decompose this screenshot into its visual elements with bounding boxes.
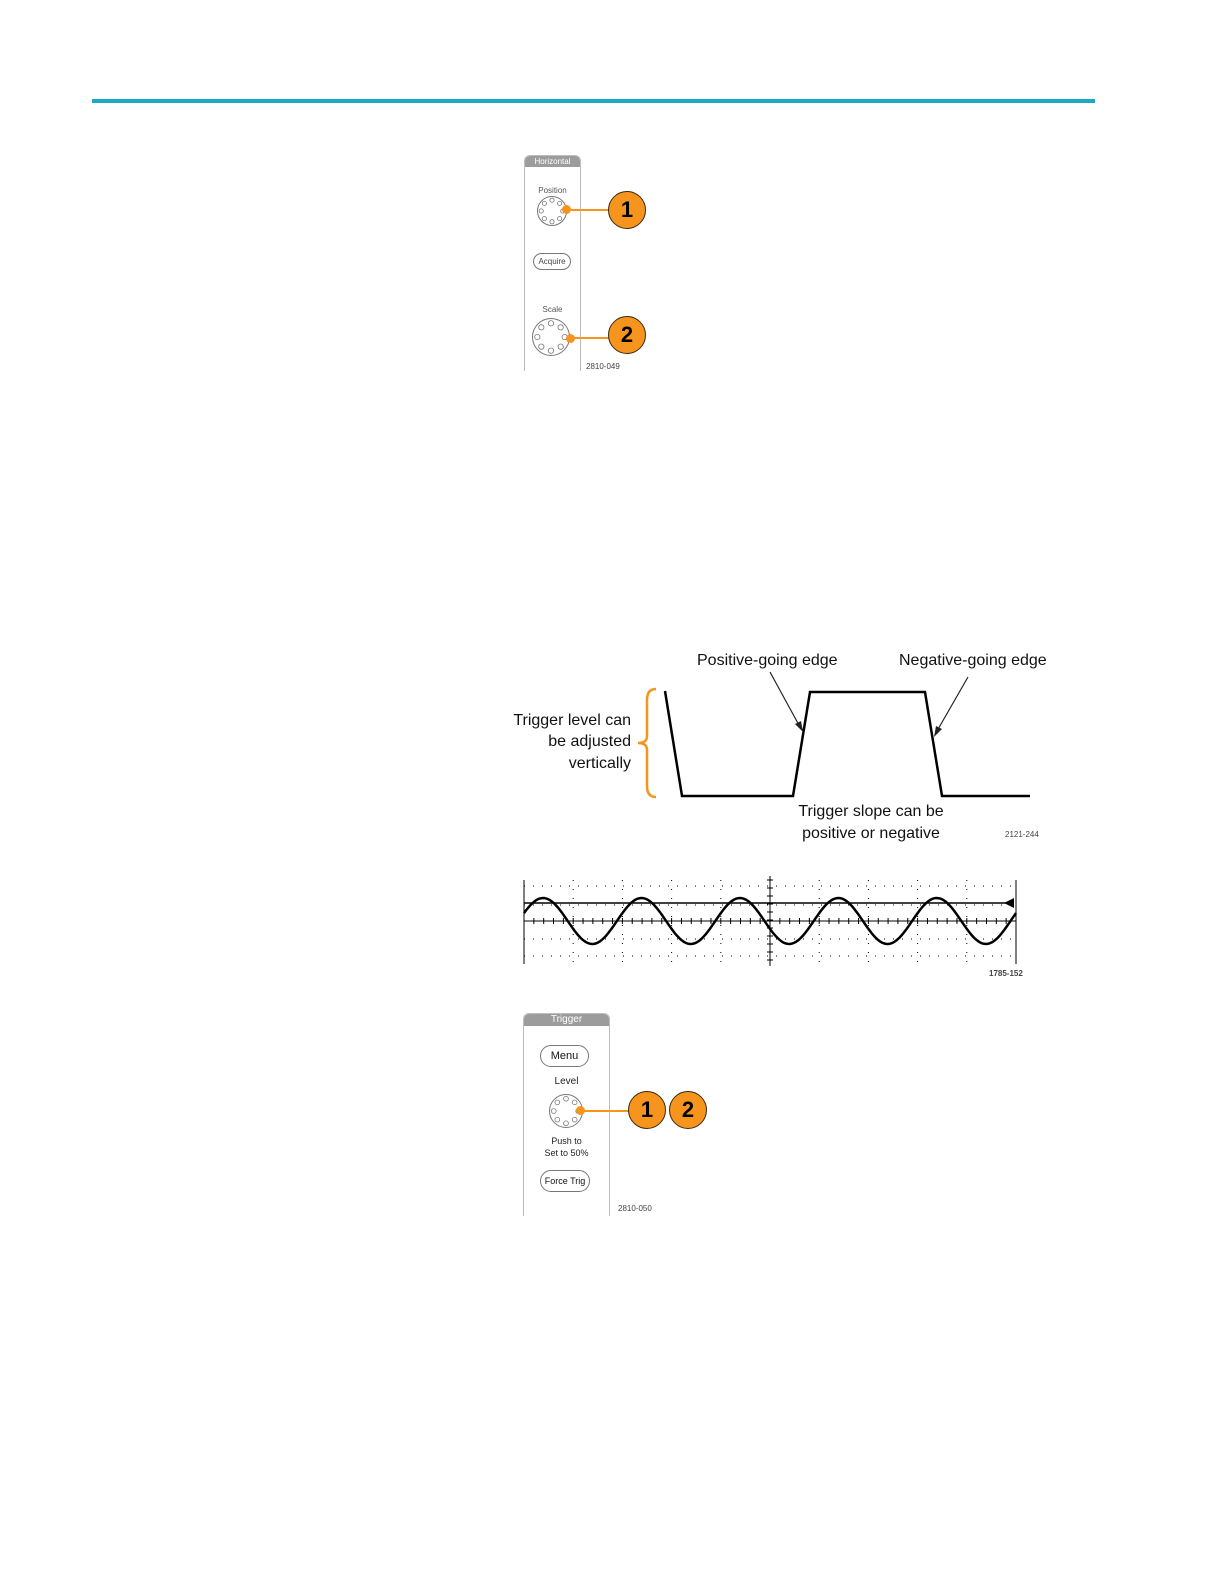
- scale-label: Scale: [525, 305, 580, 314]
- callout-1-position: 1: [608, 191, 646, 229]
- trigger-menu-button[interactable]: Menu: [540, 1045, 589, 1067]
- knob-notch: [558, 201, 562, 205]
- knob-notch: [539, 209, 543, 213]
- knob-notch: [558, 344, 563, 349]
- trigger-diagram-figure-id: 2121-244: [1005, 830, 1039, 839]
- sine-waveform: [524, 898, 1016, 944]
- scale-knob[interactable]: [532, 318, 570, 356]
- trigger-control-panel: Trigger Menu Level Push to Set to 50% Fo…: [523, 1013, 610, 1216]
- knob-notch: [555, 1100, 560, 1105]
- positive-edge-arrow: [770, 672, 800, 727]
- trigger-panel-title: Trigger: [524, 1014, 609, 1026]
- acquire-button[interactable]: Acquire: [533, 253, 571, 270]
- trigger-level-label-2: be adjusted: [480, 731, 631, 752]
- set-to-50-label: Set to 50%: [524, 1148, 609, 1158]
- knob-notch: [542, 201, 546, 205]
- push-to-label: Push to: [524, 1136, 609, 1146]
- level-brace: [638, 689, 656, 797]
- trigger-level-label: Level: [524, 1076, 609, 1087]
- knob-notch: [551, 1109, 556, 1114]
- knob-notch: [539, 325, 544, 330]
- knob-notch: [558, 325, 563, 330]
- knob-notch: [542, 217, 546, 221]
- knob-notch: [550, 198, 554, 202]
- knob-notch: [548, 348, 553, 353]
- callout-1-level: 1: [628, 1091, 666, 1129]
- knob-notch: [572, 1100, 577, 1105]
- trigger-level-marker: [1004, 898, 1014, 908]
- trigger-slope-label-2: positive or negative: [790, 823, 952, 844]
- knob-notch: [535, 334, 540, 339]
- header-rule: [92, 99, 1095, 103]
- knob-notch: [564, 1096, 569, 1101]
- knob-notch: [558, 217, 562, 221]
- knob-notch: [539, 344, 544, 349]
- trigger-slope-label-1: Trigger slope can be: [790, 801, 952, 822]
- negative-edge-label: Negative-going edge: [899, 650, 1047, 671]
- position-callout-leader: [567, 209, 609, 211]
- knob-notch: [548, 321, 553, 326]
- trigger-level-label-1: Trigger level can: [480, 710, 631, 731]
- pulse-waveform: [665, 691, 1030, 796]
- trigger-panel-figure-id: 2810-050: [618, 1204, 652, 1213]
- trigger-level-label-3: vertically: [480, 753, 631, 774]
- waveform-figure-id: 1785-152: [989, 969, 1023, 978]
- callout-2-level: 2: [669, 1091, 707, 1129]
- callout-2-scale: 2: [608, 316, 646, 354]
- positive-edge-label: Positive-going edge: [697, 650, 838, 671]
- knob-notch: [555, 1117, 560, 1122]
- horizontal-panel-title: Horizontal: [525, 156, 580, 167]
- negative-edge-arrow: [937, 677, 968, 731]
- force-trig-button[interactable]: Force Trig: [540, 1170, 590, 1192]
- scale-callout-leader: [571, 337, 609, 339]
- knob-notch: [572, 1117, 577, 1122]
- horizontal-figure-id: 2810-049: [586, 362, 620, 371]
- knob-notch: [550, 220, 554, 224]
- knob-notch: [564, 1121, 569, 1126]
- position-label: Position: [525, 186, 580, 195]
- level-callout-leader: [581, 1110, 629, 1112]
